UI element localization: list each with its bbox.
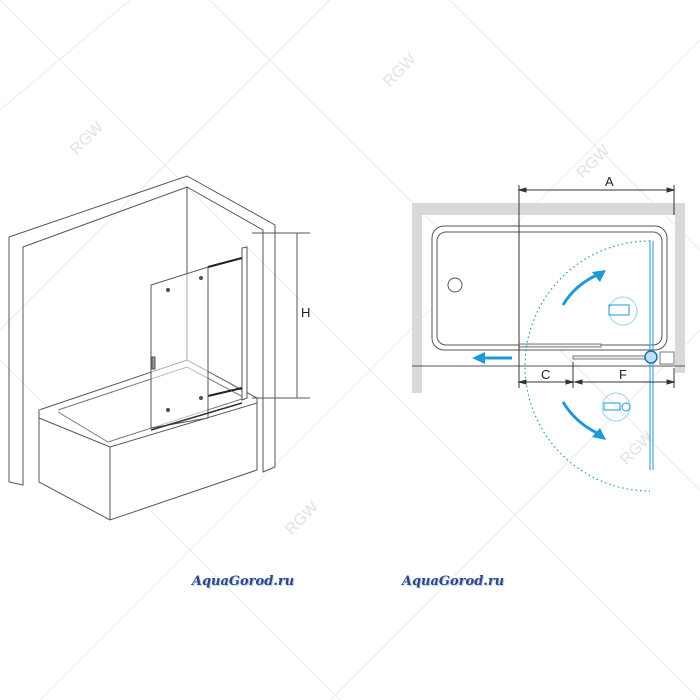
svg-text:RGW: RGW bbox=[617, 428, 657, 468]
offset-label-c: C bbox=[541, 367, 550, 382]
drain-icon bbox=[447, 277, 463, 293]
door-swing-arc bbox=[524, 240, 651, 492]
svg-text:RGW: RGW bbox=[67, 118, 107, 158]
height-dimension bbox=[252, 232, 310, 399]
svg-text:RGW: RGW bbox=[282, 498, 322, 538]
plan-view-drawing bbox=[412, 185, 685, 492]
rotation-arrows bbox=[561, 273, 598, 435]
arrow-open-up bbox=[592, 270, 606, 282]
height-label: H bbox=[301, 305, 310, 320]
width-label-a: A bbox=[605, 174, 614, 189]
slide-left-arrow bbox=[472, 352, 512, 364]
dimension-lines bbox=[517, 185, 676, 388]
site-caption-left: AquaGorod.ru bbox=[191, 574, 295, 589]
arrow-open-down bbox=[592, 428, 606, 440]
hinge-icon bbox=[644, 350, 658, 364]
detail-callouts bbox=[601, 296, 638, 422]
site-caption-right: AquaGorod.ru bbox=[401, 574, 505, 589]
screen-panels bbox=[150, 246, 248, 431]
isometric-bath-drawing bbox=[8, 175, 310, 521]
svg-text:RGW: RGW bbox=[380, 50, 420, 90]
screen-profile bbox=[518, 343, 675, 365]
fixed-label-f: F bbox=[619, 367, 627, 382]
bathtub-plan-outer bbox=[431, 225, 668, 351]
bathtub-outline bbox=[38, 359, 258, 521]
